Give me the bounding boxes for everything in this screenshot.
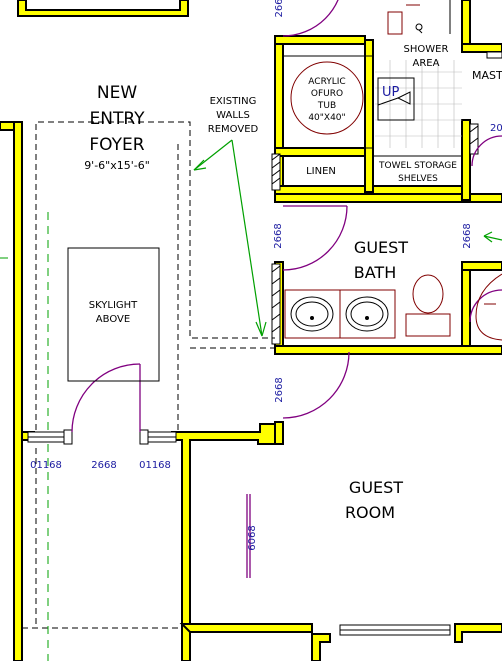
toilet-bowl <box>412 274 444 314</box>
existing-label-2: WALLS <box>216 110 250 121</box>
dimension-labels: 01168 2668 01168 2668 2668 2668 6068 266… <box>30 0 502 551</box>
foyer-label-3: FOYER <box>89 135 144 155</box>
existing-label-1: EXISTING <box>210 96 257 107</box>
shower-label-2: AREA <box>413 58 440 69</box>
master-label: MAST <box>472 69 502 82</box>
door-upper <box>282 0 339 37</box>
existing-label-3: REMOVED <box>208 124 259 135</box>
door-right-bath <box>469 289 502 323</box>
sink-right <box>345 296 389 332</box>
fixtures <box>282 0 502 341</box>
wall-right-bath-h <box>461 261 502 271</box>
up-label: UP <box>382 85 400 100</box>
wall-bath-bottom <box>274 345 502 355</box>
tub-box <box>282 55 374 149</box>
window-upper-right <box>486 51 502 59</box>
wall-bath-top <box>274 193 502 203</box>
tub-label-1: ACRYLIC <box>308 77 345 87</box>
dim-right: 01168 <box>139 460 171 471</box>
right-sink <box>475 273 502 341</box>
door-entry-swing <box>71 363 141 433</box>
green-dashed-lines <box>0 212 49 661</box>
arrows <box>193 139 502 337</box>
door-room-swing <box>282 351 350 419</box>
dim-mid: 2668 <box>91 460 116 471</box>
doors <box>71 0 502 578</box>
step-up <box>377 77 415 121</box>
door-bath-swing <box>282 205 348 271</box>
towel-shelves <box>372 155 463 187</box>
dim-top: 266 <box>274 0 285 18</box>
dashed-lines <box>22 121 275 629</box>
tub-label-2: OFURO <box>311 89 343 99</box>
up-arrow-icon <box>396 91 411 105</box>
wall-bath-stub <box>274 421 284 445</box>
wall-upper-top <box>274 35 366 45</box>
wall-left-vertical <box>13 121 23 661</box>
foyer-size: 9'-6"x15'-6" <box>84 159 150 172</box>
skylight-label-1: SKYLIGHT <box>89 300 138 311</box>
wall-upper-mid <box>274 147 374 157</box>
room-labels: NEW ENTRY FOYER 9'-6"x15'-6" EXISTING WA… <box>84 44 502 522</box>
dim-bath-left: 2668 <box>273 223 284 248</box>
shower-label-1: SHOWER <box>404 44 449 55</box>
wall-top-left <box>17 0 189 17</box>
wall-right-mid <box>461 119 471 201</box>
shower-head-icon <box>415 23 423 31</box>
dim-top-right: 20 <box>490 123 502 134</box>
ofuro-tub <box>290 61 364 135</box>
wall-room-bottom-right <box>454 623 502 643</box>
wall-right-bath <box>461 261 471 347</box>
toilet-tank <box>405 313 451 337</box>
dim-closet: 6068 <box>247 525 258 550</box>
hatched-walls <box>271 123 479 345</box>
linen-label: LINEN <box>306 166 336 177</box>
wall-room-top <box>171 423 276 661</box>
guest-bath-label-1: GUEST <box>354 238 408 257</box>
wall-linen-divider <box>364 39 374 193</box>
tub-label-3: TUB <box>317 101 336 111</box>
wall-right-top-h <box>461 43 502 53</box>
sink-left <box>290 296 334 332</box>
guest-room-label-2: ROOM <box>345 503 395 522</box>
dim-left: 01168 <box>30 460 62 471</box>
skylight <box>67 247 160 382</box>
guest-bath-label-2: BATH <box>354 263 396 282</box>
foyer-label-2: ENTRY <box>90 109 146 129</box>
towel-label-2: SHELVES <box>398 174 438 184</box>
skylight-label-2: ABOVE <box>96 314 130 325</box>
windows <box>27 51 502 636</box>
guest-room-label-1: GUEST <box>349 478 403 497</box>
door-upper-right <box>471 135 502 167</box>
dim-bath-right: 2668 <box>462 223 473 248</box>
wall-room-bottom <box>179 623 331 661</box>
dim-room-door: 2668 <box>274 377 285 402</box>
shower-tiles <box>375 60 462 148</box>
foyer-label-1: NEW <box>97 83 137 103</box>
tub-label-4: 40"X40" <box>308 113 345 123</box>
towel-label-1: TOWEL STORAGE <box>378 161 457 171</box>
